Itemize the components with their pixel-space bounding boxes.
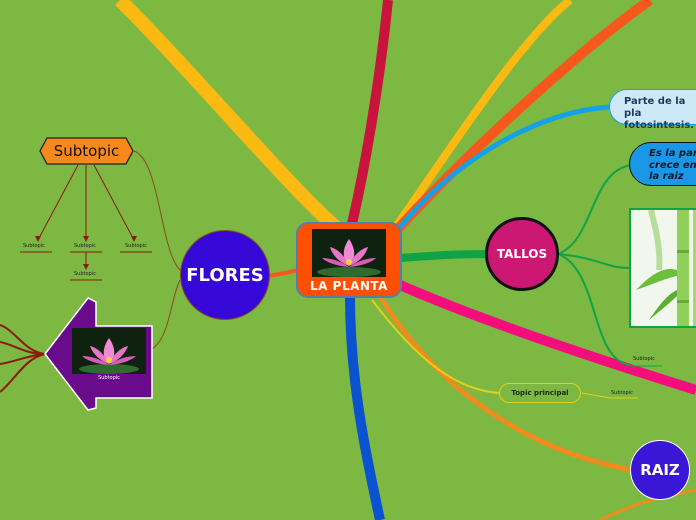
small-subtopic-4[interactable]: Subtopic [74,271,96,277]
raiz-topic[interactable]: RAIZ [630,440,690,500]
branch-yellow-topleft [115,0,350,241]
subtopic-box-node[interactable]: Subtopic [39,137,134,165]
central-topic[interactable]: LA PLANTA [296,222,402,298]
branch-orange-bottom [599,488,696,520]
callout-light-text: Parte de la pla fotosintesis. [624,96,695,131]
tallos-label: TALLOS [496,247,548,261]
topic-principal-label: Topic principal [511,389,569,397]
branch-blue-callout [388,104,613,242]
branch-yellow-topright [391,0,573,231]
lotus-icon-small [72,328,146,374]
branch-green-subtopic [557,253,631,366]
lotus-flower-image [72,328,146,374]
bamboo-plant-image [631,210,696,326]
branch-crimson-top [345,0,393,234]
branch-darkblue-bottom [345,295,385,520]
central-label: LA PLANTA [310,279,388,293]
flores-label: FLORES [186,264,264,286]
small-subtopic-3[interactable]: Subtopic [125,243,147,249]
arrow-node-fan-lines [0,324,46,393]
branch-brown-arrow [149,279,181,351]
bamboo-image-node[interactable] [629,208,696,328]
arrowheads [35,236,137,270]
tallos-subtopic[interactable]: Subtopic [633,356,655,362]
flores-topic[interactable]: FLORES [180,230,270,320]
callout-light-node[interactable]: Parte de la pla fotosintesis. [609,89,696,131]
callout-dark-text: Es la par crece en la raiz [649,148,696,182]
small-subtopic-2[interactable]: Subtopic [74,243,96,249]
lower-subtopic[interactable]: Subtopic [611,390,633,396]
tallos-topic[interactable]: TALLOS [485,217,559,291]
topic-principal-node[interactable]: Topic principal [499,383,581,403]
branch-pink-right [397,280,696,395]
subtopic-tree-lines [20,164,152,281]
central-lotus-image [312,229,386,277]
subtopic-arrow-node[interactable]: Subtopic [72,328,146,384]
small-subtopic-1[interactable]: Subtopic [23,243,45,249]
branch-orange-raiz [377,294,633,473]
branch-green-tallos [399,250,489,262]
subtopic-box-shape [39,137,134,165]
raiz-label: RAIZ [640,461,680,479]
branch-yellow-topic [371,299,501,394]
subtopic-box-label: Subtopic [53,142,120,160]
arrow-node-label: Subtopic [98,375,120,381]
branch-brown-subtopic [133,150,181,271]
branch-green-callout [557,164,633,255]
branch-orange-flores [267,268,299,278]
branch-green-image [557,253,631,269]
lotus-icon-large [312,229,386,277]
callout-dark-node[interactable]: Es la par crece en la raiz [629,142,696,186]
